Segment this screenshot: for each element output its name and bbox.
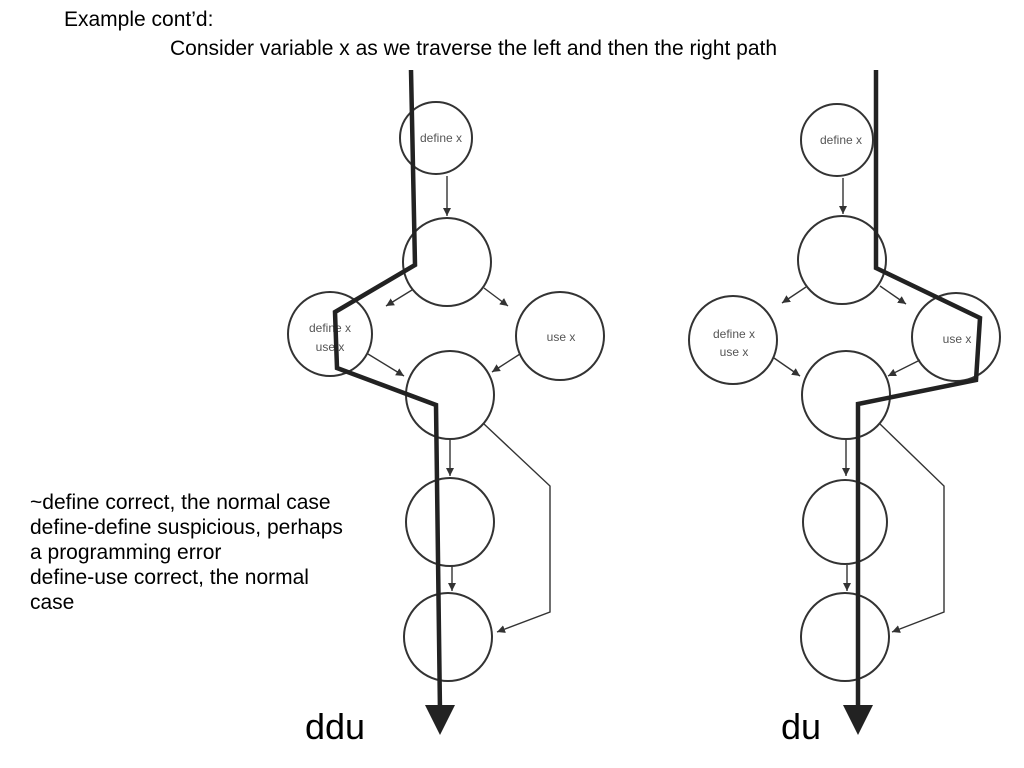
node-label: use x [547,330,576,344]
note-line: define-use correct, the normal [30,566,309,589]
node-lower [405,477,495,567]
notes-list: ~define correct, the normal case define-… [30,490,343,615]
edge-arrow [483,287,509,307]
node-right-use [515,291,605,381]
edge-arrow [879,285,907,305]
traversal-path [855,70,983,712]
node-label: define x [820,133,862,147]
node-left-define-use [688,295,778,385]
node-join [801,350,891,440]
note-line: define-define suspicious, perhaps [30,516,343,539]
note-line: case [30,591,75,614]
node-label: define x [420,131,462,145]
right-diagram: define x use x define x use x [688,70,1001,735]
edge-arrow [367,353,405,377]
edge-arrow [887,359,921,377]
node-branch [797,215,887,305]
node-label: use x [720,345,749,359]
node-label: use x [943,332,972,346]
right-path-label: du [781,706,822,747]
node-exit [800,592,890,682]
edge-arrow [879,423,945,633]
node-branch [402,217,492,307]
node-left-define-use [287,291,373,377]
node-define [800,103,874,177]
node-define [399,101,473,175]
node-label: define x [309,321,351,335]
edge-arrow [781,286,807,304]
left-path-label: ddu [305,706,366,747]
slide-title: Example cont’d: [64,8,214,31]
node-right-use [911,292,1001,382]
path-arrowhead [843,705,873,735]
slide-subtitle: Consider variable x as we traverse the l… [170,37,778,60]
edge-arrow [491,353,521,373]
edge-arrow [483,423,551,633]
note-line: a programming error [30,541,222,564]
edge-arrow [773,357,801,377]
path-arrowhead [425,705,455,735]
left-diagram: define x use x define x use x [287,69,605,735]
note-line: ~define correct, the normal case [30,491,331,514]
node-lower [802,479,888,565]
node-label: use x [316,340,345,354]
edge-arrow [385,289,413,307]
traversal-path [332,69,443,713]
node-exit [403,592,493,682]
node-label: define x [713,327,755,341]
node-join [405,350,495,440]
